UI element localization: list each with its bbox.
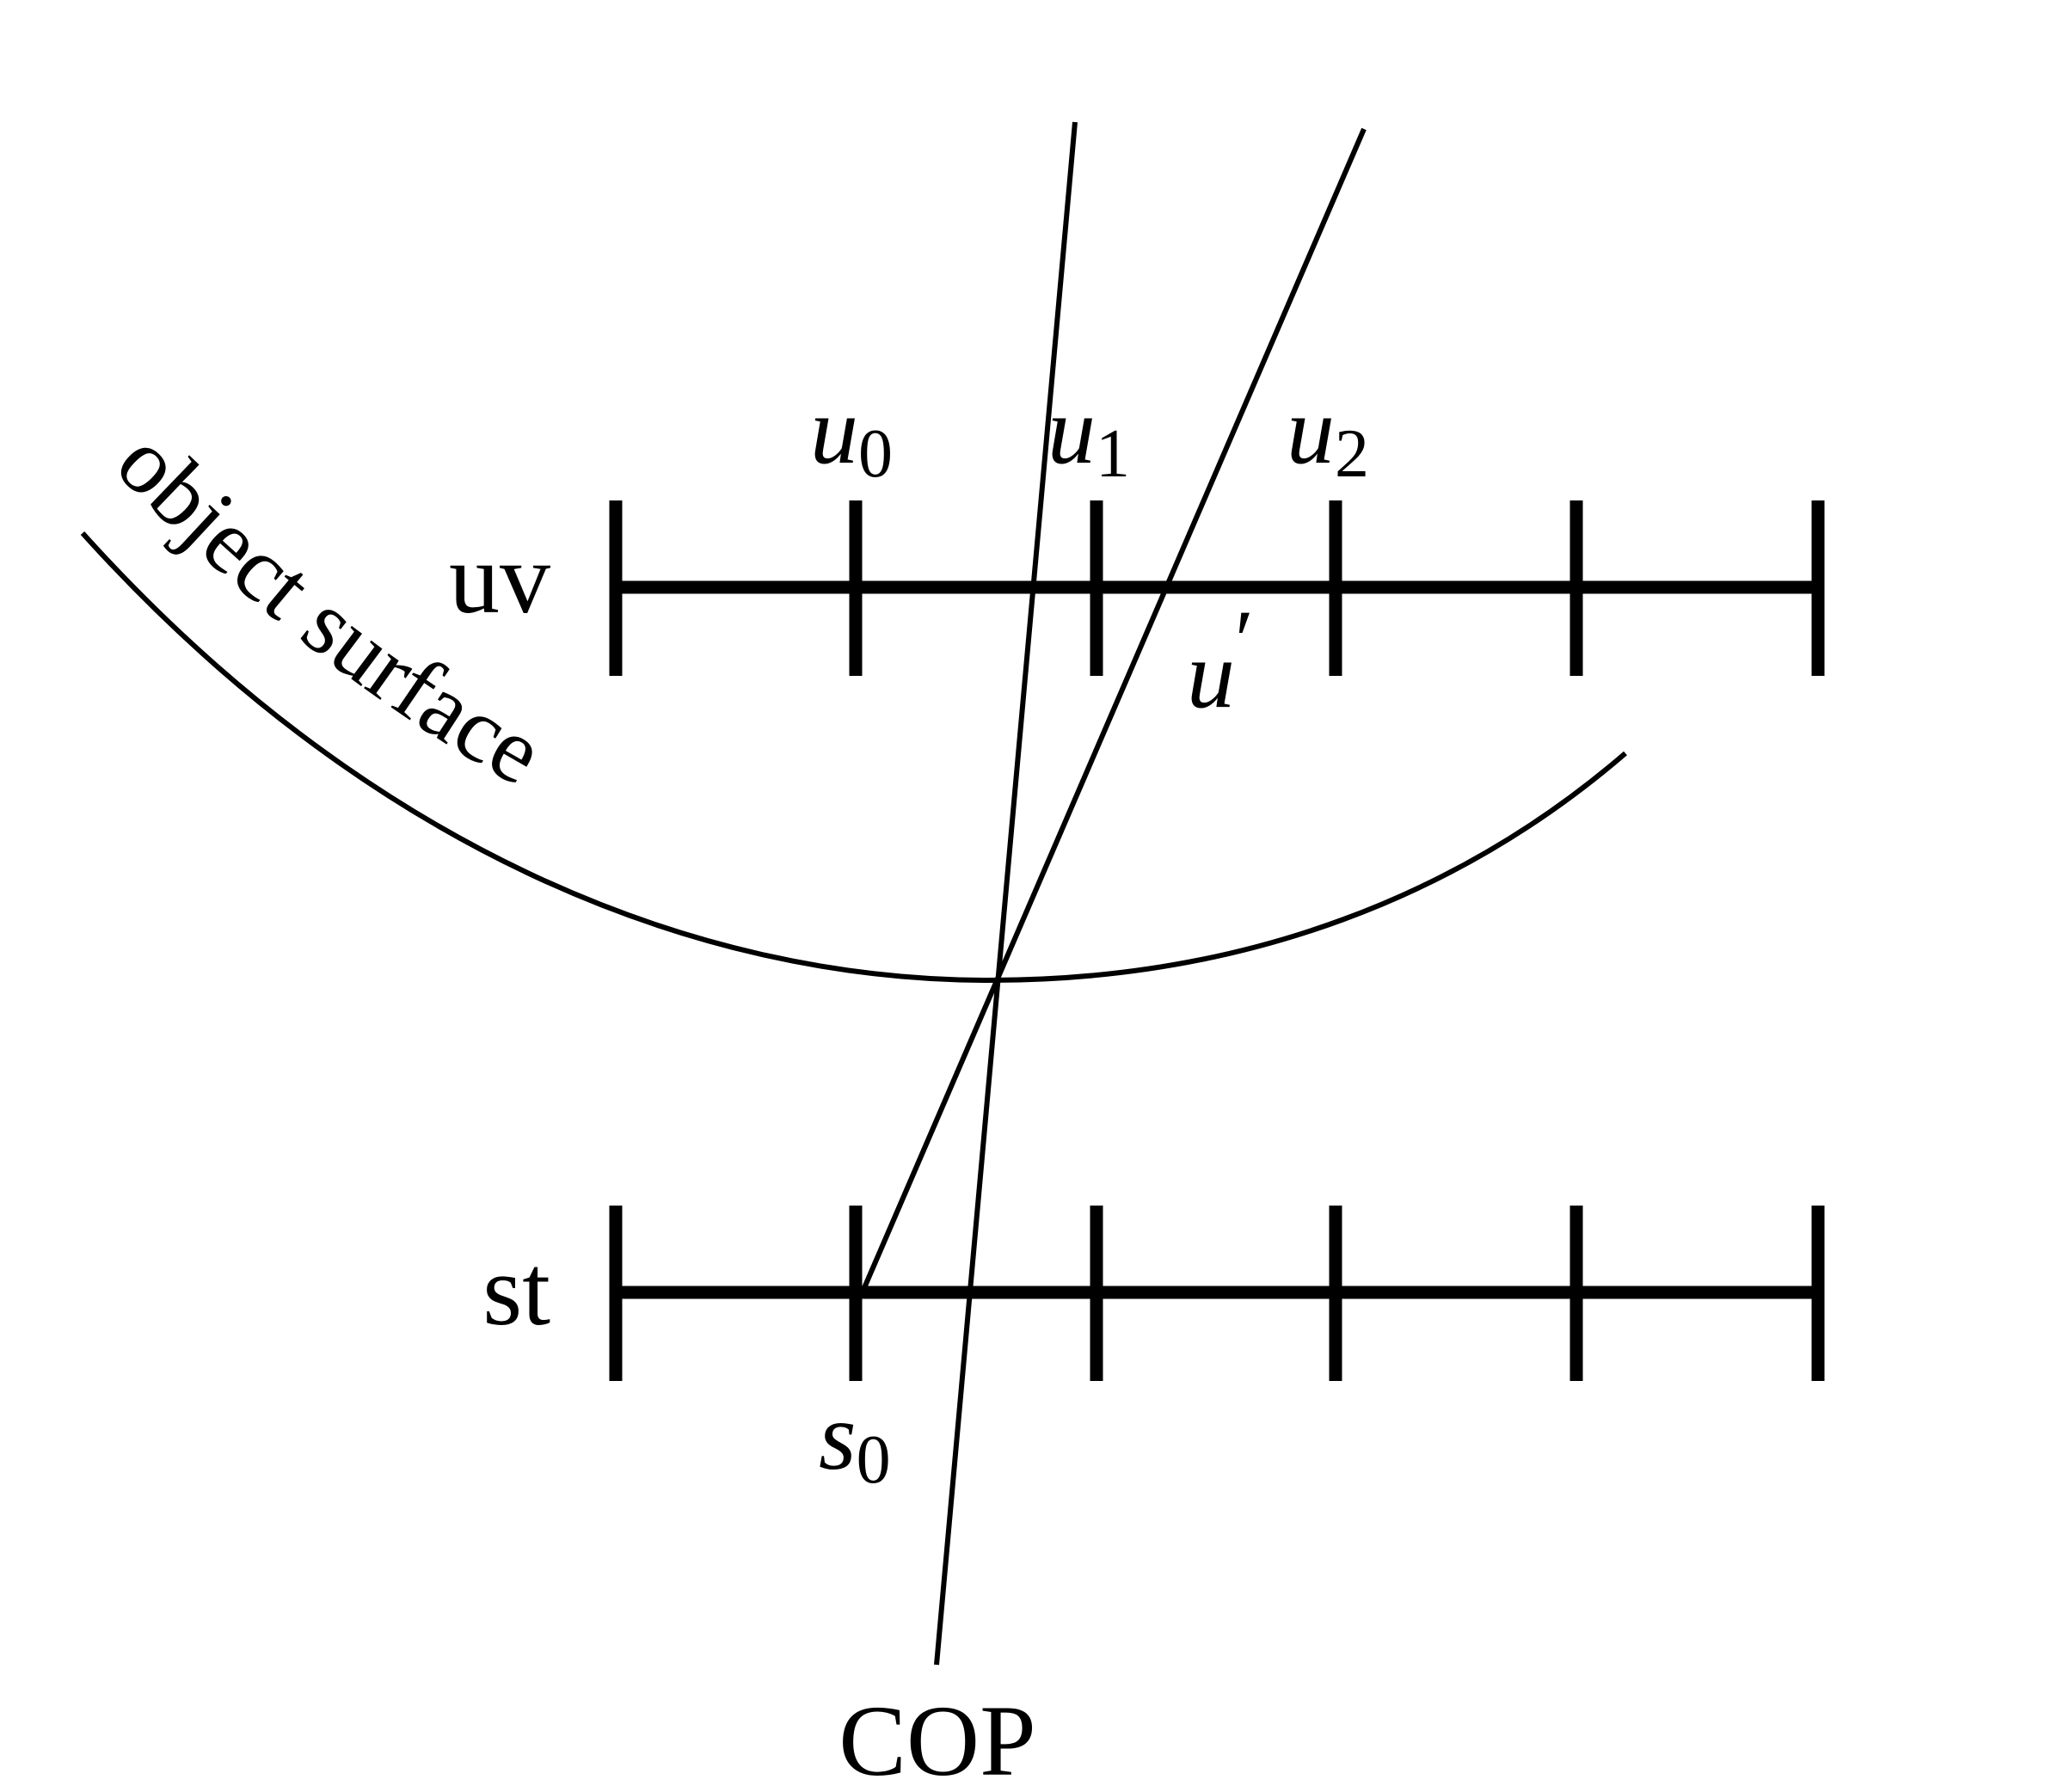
st-plane: st [482,1206,1825,1381]
object-surface-curve [80,531,1627,984]
u0-label: u0 [810,377,893,492]
uv-plane: uv [449,500,1825,676]
u-prime-label: u′ [1187,592,1254,728]
u1-label: u1 [1047,377,1130,492]
st-plane-label: st [482,1234,550,1347]
cop-label: COP [838,1685,1036,1792]
s0-label: s0 [819,1384,891,1498]
cop-ray [934,121,1078,1666]
u2-label: u2 [1287,377,1369,492]
s0-ray [861,127,1367,1292]
uv-plane-label: uv [449,522,550,635]
